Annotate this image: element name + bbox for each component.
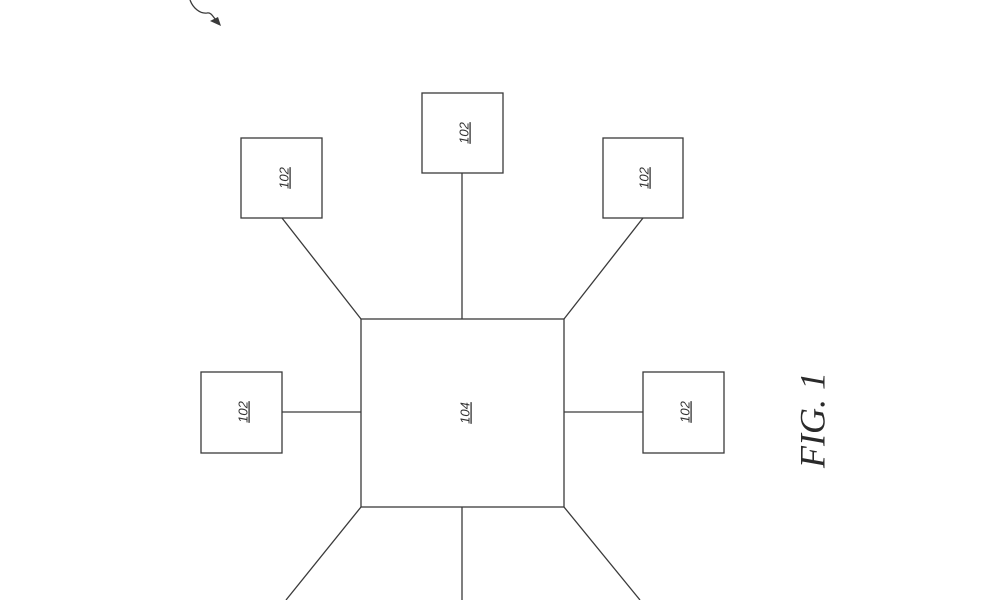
node-top-right: 102 — [602, 137, 684, 219]
node-label: 102 — [456, 121, 471, 143]
connector-top-left — [281, 217, 362, 320]
node-top-left: 102 — [240, 137, 323, 219]
figure-caption: FIG. 1 — [792, 372, 832, 469]
reference-arrow — [189, 0, 219, 23]
node-label: 102 — [677, 400, 692, 422]
connector-bottom-left — [285, 506, 362, 600]
node-top: 102 — [421, 92, 504, 174]
node-box — [421, 92, 504, 174]
connector-top-right — [563, 217, 644, 320]
hub-label: 104 — [457, 402, 472, 424]
node-left: 102 — [200, 371, 283, 454]
node-label: 102 — [276, 166, 291, 188]
node-box — [200, 371, 283, 454]
node-label: 102 — [636, 166, 651, 188]
node-right: 102 — [642, 371, 725, 454]
hub-box — [360, 318, 565, 508]
hub-node: 104 — [360, 318, 565, 508]
connector-bottom-right — [563, 506, 641, 600]
node-label: 102 — [235, 400, 250, 422]
node-box — [240, 137, 323, 219]
reference-arrowhead — [210, 17, 221, 26]
node-box — [642, 371, 725, 454]
node-box — [602, 137, 684, 219]
